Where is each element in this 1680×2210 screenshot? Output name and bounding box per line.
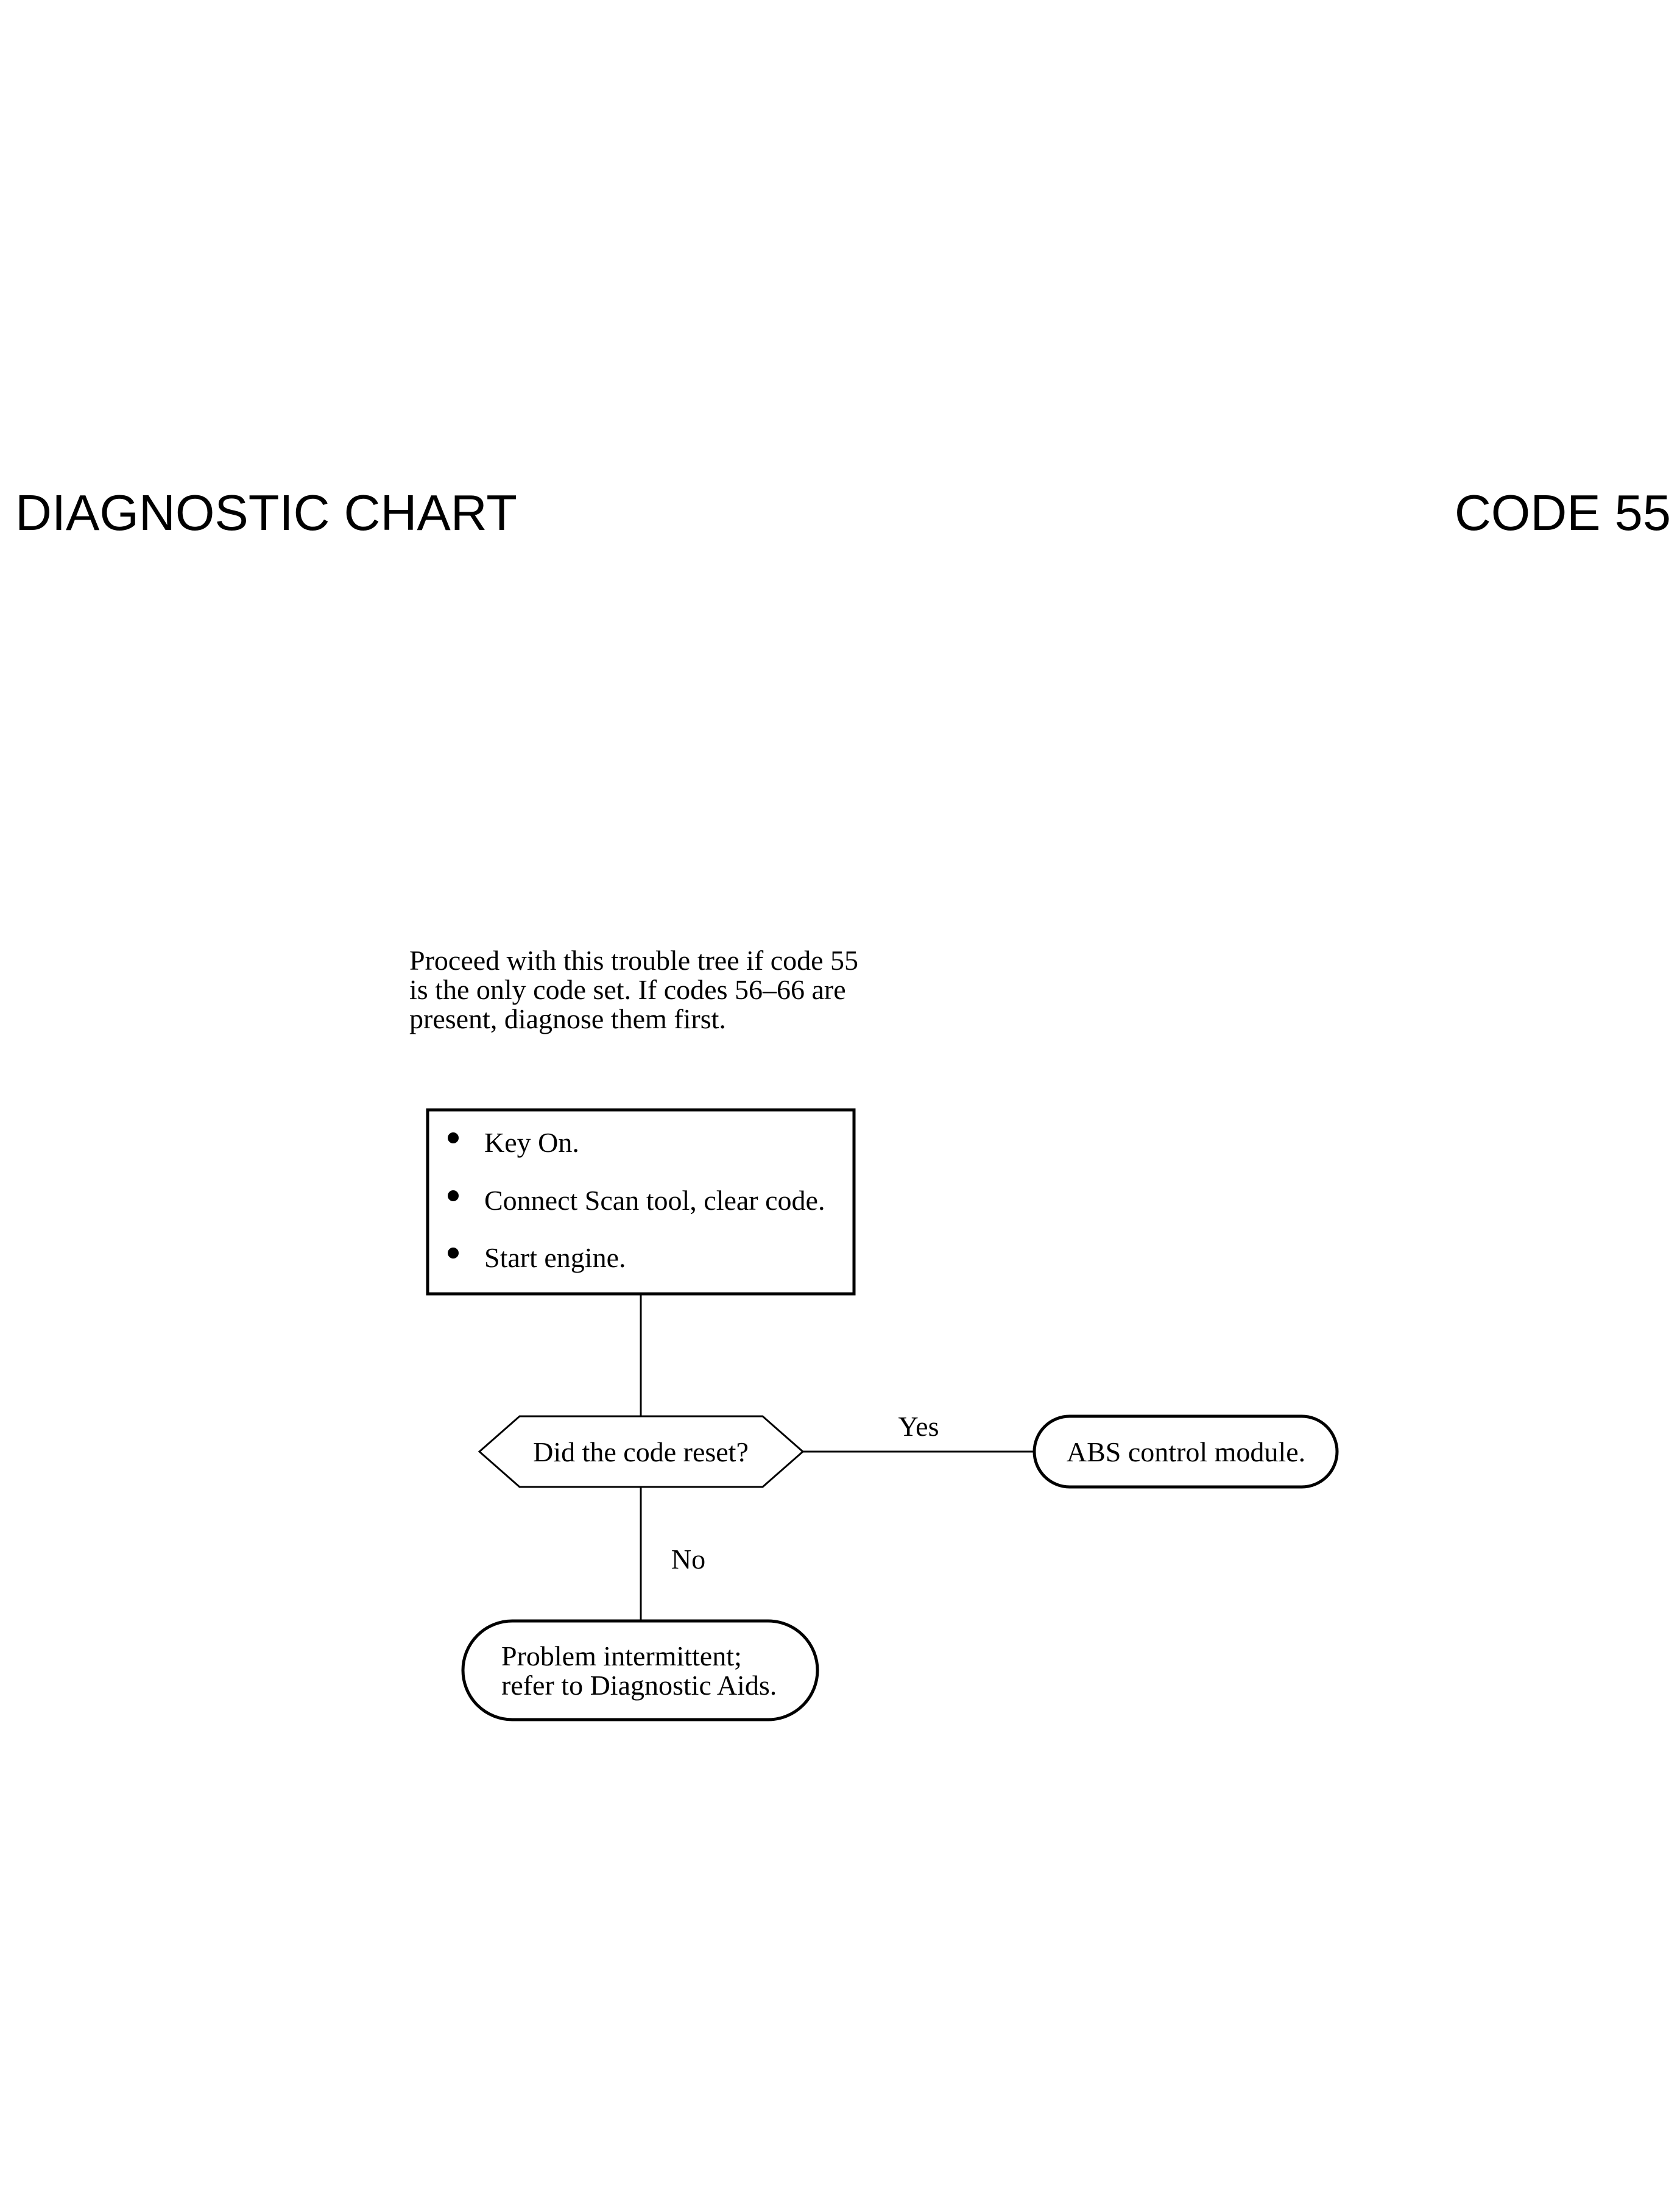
intro-line: is the only code set. If codes 56–66 are xyxy=(409,974,846,1005)
no-result-shape xyxy=(461,1619,819,1721)
bullet-icon xyxy=(448,1190,459,1201)
bullet-icon xyxy=(448,1248,459,1259)
start-step: Start engine. xyxy=(484,1242,626,1273)
chart-title: DIAGNOSTIC CHART xyxy=(15,484,517,541)
intro-paragraph: Proceed with this trouble tree if code 5… xyxy=(409,946,958,1034)
bullet-icon xyxy=(448,1132,459,1143)
start-step: Key On. xyxy=(484,1127,579,1158)
start-step: Connect Scan tool, clear code. xyxy=(484,1185,825,1216)
no-result-node: Problem intermittent; refer to Diagnosti… xyxy=(461,1619,819,1721)
intro-line: present, diagnose them first. xyxy=(409,1003,726,1034)
start-box: Key On. Connect Scan tool, clear code. S… xyxy=(426,1108,856,1296)
no-label: No xyxy=(671,1544,705,1575)
yes-result-shape xyxy=(1032,1414,1339,1489)
decision-shape xyxy=(478,1415,805,1488)
no-result-line: Problem intermittent; xyxy=(501,1640,742,1672)
decision-node: Did the code reset? xyxy=(478,1415,805,1488)
no-result-line: refer to Diagnostic Aids. xyxy=(501,1670,777,1701)
yes-label: Yes xyxy=(898,1411,939,1442)
decision-text: Did the code reset? xyxy=(533,1436,749,1467)
code-title: CODE 55 xyxy=(1454,484,1671,541)
yes-result-text: ABS control module. xyxy=(1067,1436,1305,1467)
intro-line: Proceed with this trouble tree if code 5… xyxy=(409,945,859,976)
start-box-frame xyxy=(426,1108,856,1296)
yes-result-node: ABS control module. xyxy=(1032,1414,1339,1489)
